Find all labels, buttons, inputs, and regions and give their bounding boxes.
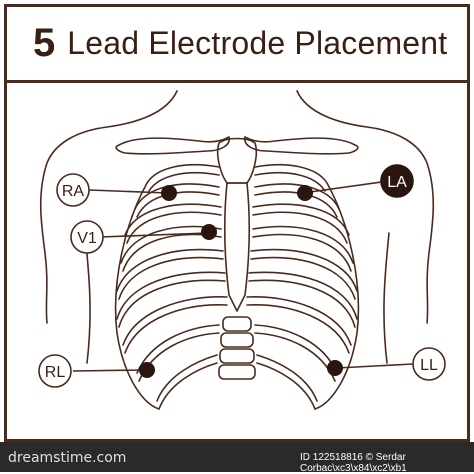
footer-bar: dreamstime.com ID 122518816 © Serdar Cor… [0, 442, 474, 474]
label-rl-text: RL [45, 364, 66, 381]
clavicle-left [115, 136, 231, 155]
la-leader-line [302, 180, 390, 194]
label-v1: V1 [70, 220, 104, 254]
v1-leader-line [100, 232, 208, 238]
ra-leader-line [88, 189, 168, 194]
armpit-right [383, 232, 390, 364]
ribcage-edge-left [114, 182, 160, 410]
manubrium [216, 137, 258, 184]
diagram-frame: 5 Lead Electrode Placement [4, 4, 470, 442]
ll-electrode-dot [327, 360, 343, 376]
rl-leader-line [72, 369, 146, 372]
label-ll-text: LL [420, 357, 438, 374]
ribs-right [246, 163, 358, 410]
la-electrode-dot [297, 185, 313, 201]
title-text: Lead Electrode Placement [67, 25, 448, 61]
rl-electrode-dot [139, 362, 155, 378]
clavicle-right [243, 136, 359, 155]
ll-leader-line [336, 363, 414, 369]
body-outline-left [39, 90, 178, 324]
label-ll: LL [412, 347, 446, 381]
body-outline-right [296, 90, 435, 324]
label-la: LA [380, 164, 414, 198]
title-bar: 5 Lead Electrode Placement [7, 7, 467, 83]
ribcage-edge-right [314, 182, 360, 410]
title-number: 5 [33, 21, 56, 65]
label-v1-text: V1 [77, 230, 97, 247]
label-rl: RL [38, 354, 72, 388]
image-id-text: ID 122518816 © Serdar Corbac\xc3\x84\xc2… [300, 452, 407, 474]
chest-illustration: RA LA V1 RL LL [38, 90, 446, 410]
watermark-text: dreamstime.com [8, 450, 127, 466]
label-la-text: LA [387, 174, 407, 191]
sternum [224, 182, 250, 312]
label-ra: RA [56, 173, 90, 207]
v1-electrode-dot [201, 224, 217, 240]
spine-segments [218, 316, 256, 380]
label-ra-text: RA [62, 183, 85, 200]
ribs-left [116, 163, 228, 410]
ra-electrode-dot [161, 185, 177, 201]
